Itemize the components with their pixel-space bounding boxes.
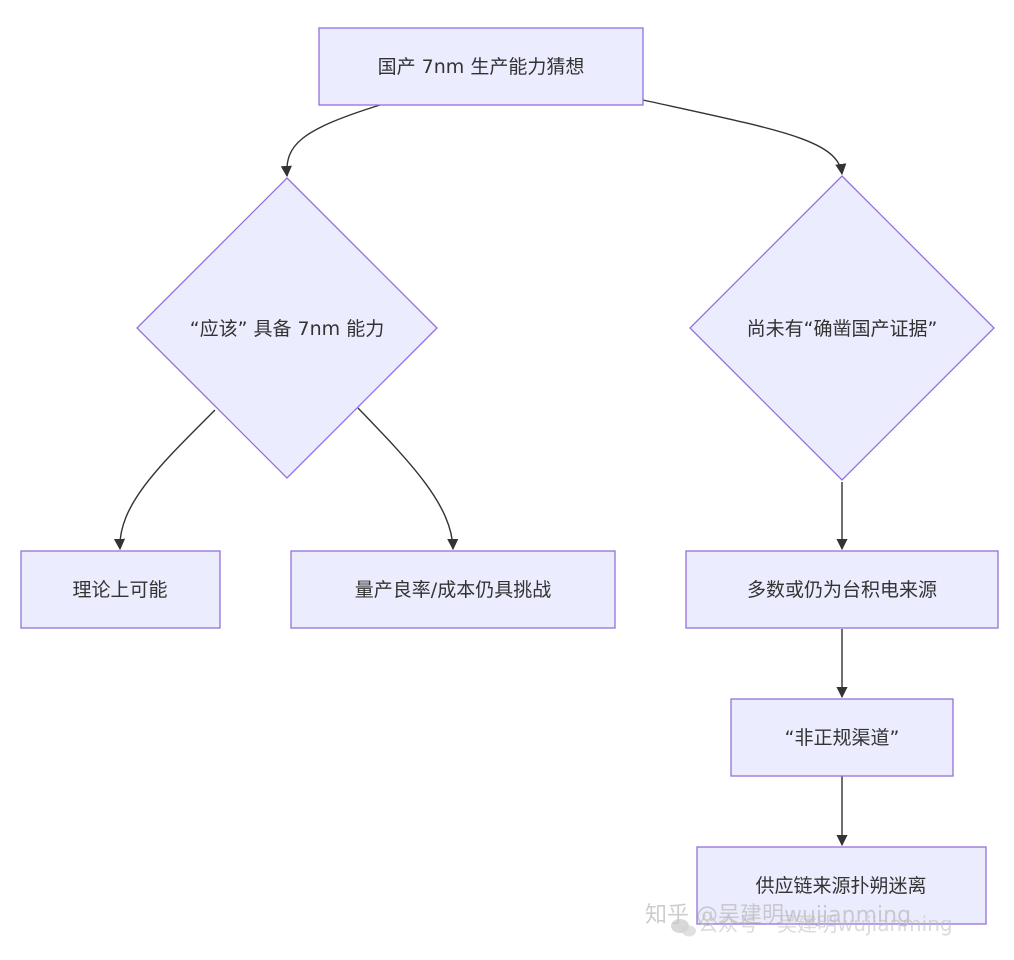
edge-left-decision-to-theory bbox=[113, 409, 216, 551]
edge-root-to-right-decision bbox=[642, 99, 847, 176]
watermark-text-wechat: 公众号 · 吴建明wujianming bbox=[698, 912, 953, 936]
decision-left-label: “应该” 具备 7nm 能力 bbox=[190, 318, 384, 340]
node-supply-label: 供应链来源扑朔迷离 bbox=[755, 875, 926, 897]
edge-left-decision-to-yield bbox=[357, 407, 459, 551]
node-source-label: 多数或仍为台积电来源 bbox=[747, 579, 937, 601]
decision-right: 尚未有“确凿国产证据” bbox=[689, 175, 995, 481]
node-channel: “非正规渠道” bbox=[730, 698, 954, 777]
node-yield-label: 量产良率/成本仍具挑战 bbox=[355, 579, 551, 601]
watermark: 知乎 @吴建明wujianming 公众号 · 吴建明wujianming bbox=[645, 903, 953, 937]
node-channel-label: “非正规渠道” bbox=[785, 727, 900, 749]
node-root-label: 国产 7nm 生产能力猜想 bbox=[378, 56, 585, 78]
node-source: 多数或仍为台积电来源 bbox=[685, 550, 999, 629]
node-theory-label: 理论上可能 bbox=[72, 579, 167, 601]
decision-right-label: 尚未有“确凿国产证据” bbox=[747, 318, 938, 340]
edge-root-to-left-decision bbox=[280, 104, 381, 178]
node-root: 国产 7nm 生产能力猜想 bbox=[318, 27, 644, 106]
node-supply: 供应链来源扑朔迷离 bbox=[696, 846, 987, 925]
node-yield: 量产良率/成本仍具挑战 bbox=[290, 550, 616, 629]
watermark-text-zhihu: 知乎 @吴建明wujianming bbox=[645, 903, 911, 928]
node-theory: 理论上可能 bbox=[20, 550, 221, 629]
decision-left: “应该” 具备 7nm 能力 bbox=[136, 177, 438, 479]
wechat-icon bbox=[671, 919, 696, 937]
